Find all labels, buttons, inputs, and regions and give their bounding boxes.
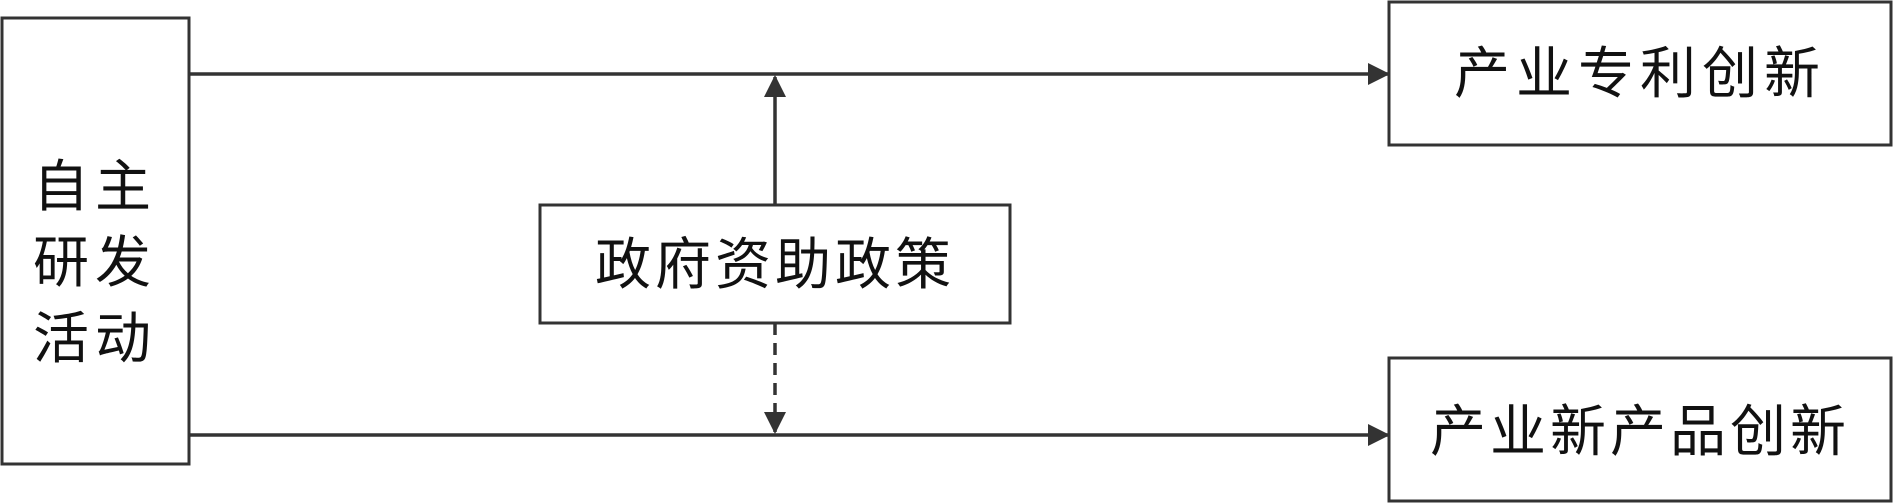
product-innovation-label: 产业新产品创新 bbox=[1430, 400, 1850, 465]
patent-innovation-label: 产业专利创新 bbox=[1454, 42, 1826, 107]
independent-rd-box: 自主 研发 活动 bbox=[0, 16, 191, 466]
independent-rd-label-line-2: 研发 bbox=[33, 231, 157, 296]
independent-rd-label-line-3: 活动 bbox=[33, 307, 157, 372]
government-policy-label: 政府资助政策 bbox=[595, 233, 955, 298]
product-innovation-box: 产业新产品创新 bbox=[1387, 356, 1893, 503]
patent-innovation-box: 产业专利创新 bbox=[1387, 0, 1893, 147]
government-policy-box: 政府资助政策 bbox=[538, 203, 1012, 325]
independent-rd-label-line-1: 自主 bbox=[33, 155, 157, 220]
